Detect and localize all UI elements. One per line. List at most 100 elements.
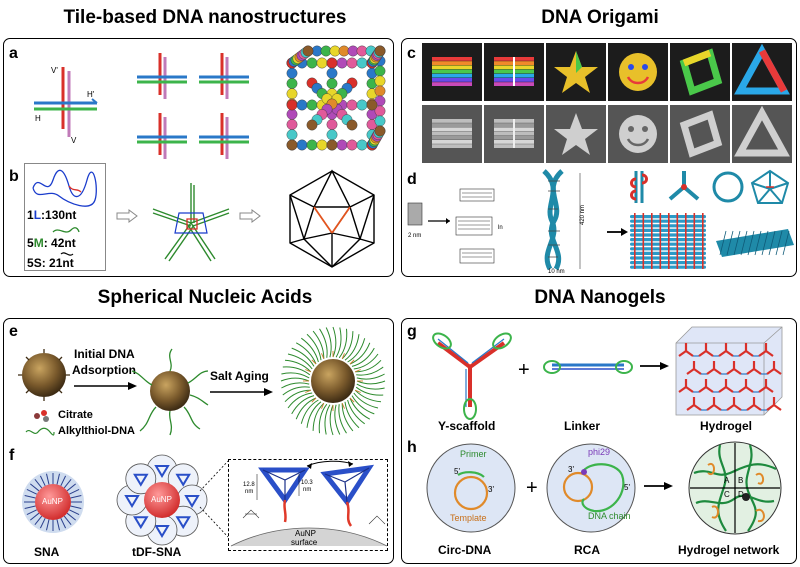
title-spherical-nucleic-acids: Spherical Nucleic Acids [97,287,313,308]
dna-chain-label: DNA chain [588,511,631,521]
caption-circ-dna: Circ-DNA [438,543,492,557]
dim-unit-2: nm [303,487,312,493]
primer-5prime: 5' [454,467,460,476]
strand-medium-label: 5M: 42nt [27,236,76,250]
sna-particle-text: AuNP [42,497,63,506]
surface-label: AuNP [295,529,316,538]
caption-hydrogel: Hydrogel [700,419,753,433]
rca-3prime: 3' [568,465,574,474]
long-strand-icon [32,169,97,207]
origami-afm-tile-6 [732,105,792,163]
label-c: c [407,45,416,62]
origami-design-tile-3 [546,43,606,101]
primer-label: Primer [460,449,487,459]
surface-label-2: surface [291,538,318,547]
step2-label: Salt Aging [210,369,269,383]
arrow-g-icon [640,362,669,370]
dim-label-2: 10.3 [301,480,313,486]
tdf-sna-particle [116,454,208,546]
primer-3prime: 3' [488,485,494,494]
citrate-icon [34,410,49,422]
phi29-label: phi29 [588,447,611,457]
star-motif [152,183,230,262]
origami-lattice-sheets [630,213,794,269]
arrow-right-icon [116,209,138,223]
hydrogel-cube [675,326,783,416]
circ-dna-diagram [426,443,516,533]
linker-diagram [543,360,633,374]
y-scaffold-diagram [432,332,512,420]
origami-shapes-row [630,169,790,204]
origami-design-tile-5 [670,43,730,101]
quad-c: C [724,490,730,499]
label-f: f [9,447,15,464]
caption-y-scaffold: Y-scaffold [438,419,496,433]
alkylthiol-dna-icon [25,427,55,436]
tetrahedron-on-surface [230,460,388,547]
caption-hydrogel-network: Hydrogel network [678,543,780,557]
plus-sign-h: + [526,477,538,499]
tdf-particle-text: AuNP [151,495,172,504]
strand-legend-box: 1L:130nt 5M: 42nt 5S: 21nt [24,163,106,271]
title-dna-origami: DNA Origami [541,7,659,28]
zoom-lines [199,460,229,538]
arrow-h-icon [644,482,673,490]
arrow-right-icon-2 [239,209,261,223]
origami-afm-tile-2 [484,105,544,163]
strand-long-label: 1L:130nt [27,208,77,222]
step1b-label: Adsorption [72,363,136,377]
origami-afm-tile-5 [670,105,730,163]
cross-tile-single: V' H' H V [34,66,98,145]
cross-tile-lattice [137,53,249,159]
plus-sign-g: + [518,359,530,381]
quad-a: A [724,476,730,485]
svg-text:10 nm: 10 nm [548,269,565,275]
icosahedron-wireframe [289,169,375,268]
origami-design-tile-6 [732,43,792,101]
origami-afm-tile-4 [608,105,668,163]
origami-afm-tile-1 [422,105,482,163]
label-e: e [9,323,18,340]
origami-image-grid [422,43,794,169]
label-g: g [407,323,417,340]
template-label: Template [450,513,487,523]
svg-text:H: H [35,114,41,123]
caption-tdf-sna: tDF-SNA [132,545,182,559]
hydrogel-network-diagram [688,441,782,535]
fully-coated-particle [280,326,386,436]
origami-afm-tile-3 [546,105,606,163]
step1-label: Initial DNA [74,347,135,361]
label-h: h [407,439,417,456]
arrow-right-icon-3 [607,228,628,236]
quad-d: D [738,490,744,499]
strand-short-label: 5S: 21nt [27,256,74,270]
title-dna-nanogels: DNA Nanogels [534,287,666,308]
dim-label-1: 12.8 [243,482,255,488]
legend-citrate: Citrate [58,409,93,421]
sna-particle [22,471,84,533]
label-a: a [9,45,18,62]
dna-cage-3d [286,45,386,151]
quad-b: B [738,476,744,485]
origami-design-tile-4 [608,43,668,101]
origami-schematic: 2 nm ln [407,188,503,264]
panel-tile-based: a b V' H' H V [3,38,394,277]
svg-text:420 nm: 420 nm [580,205,586,225]
tdf-zoom-box: 12.8 nm 10.3 nm AuNP surface [228,459,388,551]
panel-sna: e f Initial DNA Adsorption [3,318,394,564]
gold-nanoparticle-bare [18,349,70,401]
caption-linker: Linker [564,419,601,433]
rca-diagram [546,443,636,533]
rca-5prime: 5' [624,483,630,492]
short-strand-icon [60,252,74,256]
svg-text:V': V' [51,66,58,75]
svg-text:2 nm: 2 nm [408,233,421,239]
arrow-step2-icon [210,388,273,396]
dna-helix-bundles: 420 nm 10 nm [542,169,586,275]
partially-coated-particle [131,348,209,436]
panel-dna-origami: c d 2 nm ln 420 nm 10 nm [401,38,797,277]
svg-text:H': H' [87,90,95,99]
legend-alkylthiol-dna: Alkylthiol-DNA [58,425,135,437]
caption-rca: RCA [574,543,600,557]
svg-text:ln: ln [498,225,503,231]
